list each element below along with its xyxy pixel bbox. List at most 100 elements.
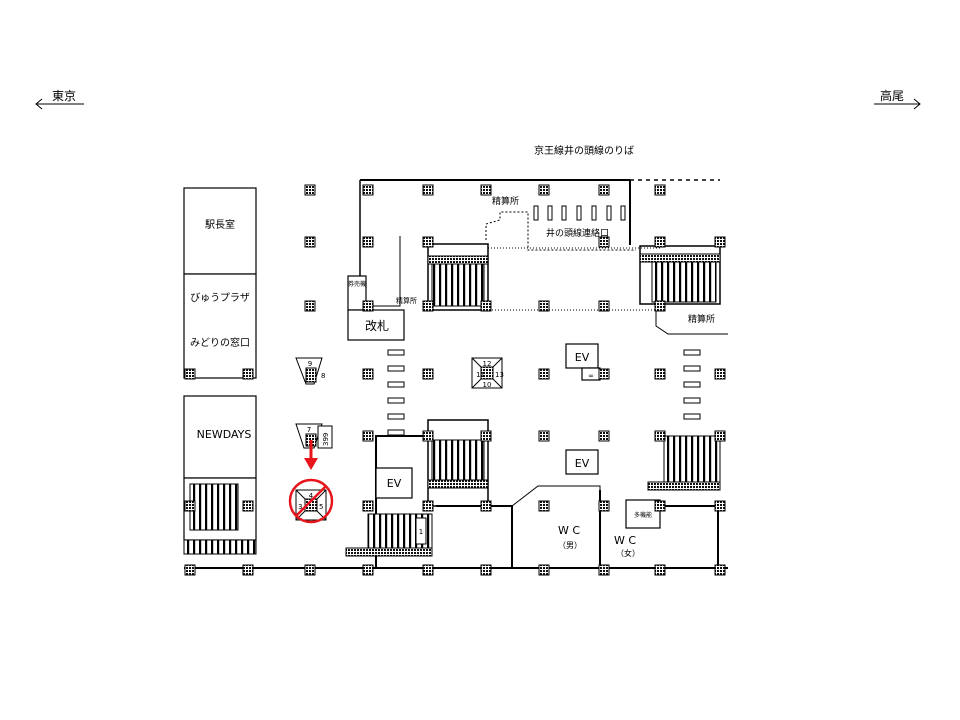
- fare-adjust-top: 精算所 井の頭線連絡口: [485, 195, 636, 251]
- pillar: [480, 430, 492, 442]
- svg-text:5: 5: [319, 503, 323, 511]
- pillar: [362, 184, 374, 196]
- pillar: [362, 368, 374, 380]
- fare-adjust-top-label: 精算所: [492, 195, 519, 207]
- pillar: [362, 236, 374, 248]
- ticket-area: 券売機 精算所 改札: [347, 236, 417, 341]
- pillar: [304, 236, 316, 248]
- pillar: [538, 184, 550, 196]
- gate-bars: [533, 205, 626, 221]
- pillar: [654, 564, 666, 576]
- pillar: [422, 236, 434, 248]
- pillar: [480, 500, 492, 512]
- pillar: [598, 184, 610, 196]
- midori-window-label: みどりの窓口: [190, 336, 250, 349]
- pillar: [242, 500, 254, 512]
- pillar: [714, 430, 726, 442]
- pillar: [714, 564, 726, 576]
- pillar: [598, 430, 610, 442]
- multi-toilet-label: 多機能: [634, 511, 652, 519]
- ad-unit-top[interactable]: 9 8: [295, 357, 325, 385]
- pillar: [184, 500, 196, 512]
- direction-left: 東京: [35, 89, 84, 110]
- pillar: [538, 430, 550, 442]
- ticket-machine-label: 券売機: [348, 280, 366, 288]
- pillar: [654, 236, 666, 248]
- wc-women-sub: （女）: [616, 548, 640, 558]
- view-plaza-label: びゅうプラザ: [190, 292, 250, 304]
- svg-text:11: 11: [476, 371, 485, 379]
- ev-center: EV ∞ EV: [565, 343, 601, 475]
- pillar: [304, 564, 316, 576]
- left-stairs: [189, 483, 239, 531]
- pillar: [304, 300, 316, 312]
- pillar: [538, 368, 550, 380]
- view-plaza-room: [183, 273, 257, 379]
- ev-small-mark: ∞: [588, 372, 594, 380]
- station-master-label: 駅長室: [205, 218, 235, 231]
- pillar: [598, 368, 610, 380]
- ev-center-label: EV: [575, 351, 590, 364]
- pillar: [304, 184, 316, 196]
- pillar: [422, 184, 434, 196]
- svg-text:12: 12: [483, 360, 492, 368]
- pillar: [538, 564, 550, 576]
- stairs-top-left: [427, 243, 489, 311]
- passage-lines: [387, 349, 701, 436]
- wc-men-sub: （男）: [558, 541, 582, 550]
- ev-left-label: EV: [387, 477, 402, 490]
- svg-text:4: 4: [309, 492, 314, 500]
- pillar: [714, 236, 726, 248]
- ticket-gate-label: 改札: [365, 319, 389, 333]
- pillar: [480, 564, 492, 576]
- pillar: [362, 430, 374, 442]
- pillar: [422, 300, 434, 312]
- restrooms: W C （男） W C （女） 多機能: [558, 499, 719, 568]
- svg-text:3: 3: [298, 503, 302, 511]
- pillar: [598, 236, 610, 248]
- fare-adjust-right-label: 精算所: [688, 313, 715, 325]
- pillar: [598, 500, 610, 512]
- stairs-top-right: 精算所: [639, 245, 728, 335]
- wc-men-label: W C: [558, 524, 580, 537]
- pillars: [184, 184, 726, 576]
- direction-left-label: 東京: [52, 89, 76, 103]
- pillar: [714, 368, 726, 380]
- svg-text:399: 399: [322, 433, 330, 446]
- pillar: [422, 368, 434, 380]
- ad-unit-mid[interactable]: 7 399: [295, 423, 333, 449]
- station-master-room: [183, 187, 257, 275]
- pillar: [654, 500, 666, 512]
- svg-text:9: 9: [308, 360, 312, 368]
- pillar: [242, 368, 254, 380]
- pillar: [362, 300, 374, 312]
- ticket-gate: [347, 309, 405, 341]
- pillar: [422, 500, 434, 512]
- left-rooms: 駅長室 びゅうプラザ みどりの窓口 NEWDAYS: [183, 187, 257, 555]
- ad-unit-center[interactable]: 12 11 13 10: [471, 357, 504, 389]
- wc-women-label: W C: [614, 534, 636, 547]
- pillar: [714, 500, 726, 512]
- pillar: [654, 368, 666, 380]
- ev-center-lower-label: EV: [575, 457, 590, 470]
- svg-text:10: 10: [483, 381, 492, 389]
- pillar: [538, 500, 550, 512]
- platform-label: 京王線井の頭線のりば: [534, 144, 634, 157]
- fare-adjust-small-label: 精算所: [396, 296, 417, 305]
- direction-right-label: 高尾: [880, 88, 904, 103]
- svg-text:8: 8: [321, 372, 325, 380]
- pillar: [598, 300, 610, 312]
- ad-unit-target[interactable]: 4 3 5: [295, 489, 327, 521]
- pillar: [654, 300, 666, 312]
- stairs-lower-right: [647, 435, 721, 491]
- pillar: [538, 300, 550, 312]
- pillar: [480, 184, 492, 196]
- pillar: [362, 564, 374, 576]
- pillar: [654, 430, 666, 442]
- newdays-shop: [183, 395, 257, 479]
- pillar: [184, 368, 196, 380]
- pillar: [598, 564, 610, 576]
- pillar: [422, 430, 434, 442]
- pillar: [422, 564, 434, 576]
